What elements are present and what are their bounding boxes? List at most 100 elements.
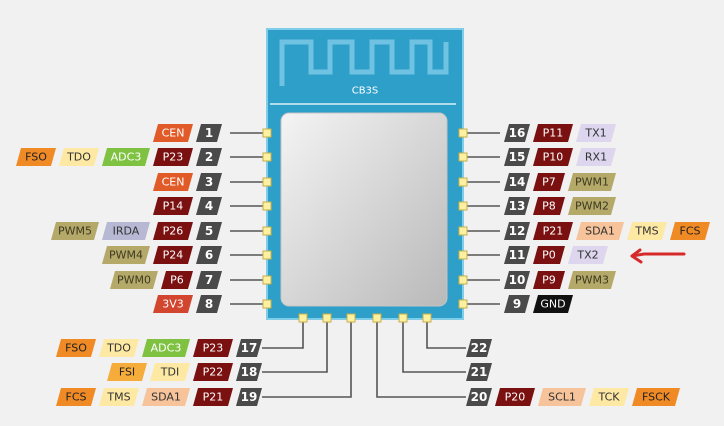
pin-6-label-pwm4-shape xyxy=(102,246,150,264)
pin-6-number-text: 6 xyxy=(205,248,213,262)
pin-4-number-text: 4 xyxy=(205,199,213,213)
pin-1-number-text: 1 xyxy=(205,126,213,140)
pin-6-label-p24: P24 xyxy=(153,246,193,264)
pin-2-label-adc3-text: ADC3 xyxy=(111,151,142,164)
pin-17-label-adc3-text: ADC3 xyxy=(151,342,182,355)
pin-6-label-pwm4-text: PWM4 xyxy=(109,249,143,262)
pin-5-label-p26-shape xyxy=(153,222,193,240)
pin-17-label-p23-shape xyxy=(193,339,233,357)
pin-19-label-p21-text: P21 xyxy=(203,391,224,404)
pin-5-label-p26: P26 xyxy=(153,222,193,240)
pin-14-number-shape xyxy=(504,173,530,191)
pin-20-number-text: 20 xyxy=(471,390,488,404)
pin-12-label-fcs-text: FCS xyxy=(680,225,701,238)
pin-14-pad xyxy=(458,177,468,187)
pin-12-label-sda1: SDA1 xyxy=(576,222,624,240)
pin-16-number-shape xyxy=(504,124,530,142)
pin-4-number: 4 xyxy=(196,197,222,215)
pin-9-label-gnd-text: GND xyxy=(540,298,565,311)
pin-9-number-text: 9 xyxy=(513,297,521,311)
pin-19-number: 19 xyxy=(236,388,262,406)
cb3s-module: CB3S xyxy=(266,28,464,320)
pin-11-label-tx2: TX2 xyxy=(568,246,608,264)
pin-2-number: 2 xyxy=(196,148,222,166)
pin-17-label-fso-shape xyxy=(56,339,96,357)
pin-7-label-p6-shape xyxy=(161,271,193,289)
pin-10-label-p9-text: P9 xyxy=(542,274,556,287)
pin-12-number-shape xyxy=(504,222,530,240)
pin-19-label-p21-shape xyxy=(193,388,233,406)
pin-5-number-text: 5 xyxy=(205,224,213,238)
pin-19-pad xyxy=(346,313,356,323)
pin-16-number: 16 xyxy=(504,124,530,142)
pin-3-number-text: 3 xyxy=(205,175,213,189)
pin-8-number-text: 8 xyxy=(205,297,213,311)
pin-15-label-rx1: RX1 xyxy=(576,148,616,166)
pin-13-label-p8-shape xyxy=(533,197,565,215)
pin-5-label-irda: IRDA xyxy=(102,222,150,240)
pin-7-label-pwm0-text: PWM0 xyxy=(117,274,151,287)
pin-11-number: 11 xyxy=(504,246,530,264)
pin-18-label-tdi-text: TDI xyxy=(160,366,179,379)
pin-18-label-p22-shape xyxy=(193,363,233,381)
pin-20-label-scl1: SCL1 xyxy=(538,388,586,406)
pin-5-number-shape xyxy=(196,222,222,240)
pin-6-number: 6 xyxy=(196,246,222,264)
pin-2-label-fso-shape xyxy=(16,148,56,166)
pin-18-label-tdi: TDI xyxy=(150,363,190,381)
pin-22-lead xyxy=(426,318,466,349)
pin-11-label-tx2-shape xyxy=(568,246,608,264)
pin-5-label-irda-text: IRDA xyxy=(113,225,140,238)
pin-pads xyxy=(262,128,468,323)
pin-20-label-p20-text: P20 xyxy=(505,391,526,404)
pin-12-label-fcs: FCS xyxy=(670,222,710,240)
pin-20-label-fsck-shape xyxy=(632,388,680,406)
pin-10-pad xyxy=(458,275,468,285)
pin-1-number-shape xyxy=(196,124,222,142)
pin-12-number: 12 xyxy=(504,222,530,240)
pin-12-label-sda1-shape xyxy=(576,222,624,240)
pin-2-label-p23-text: P23 xyxy=(163,151,184,164)
pin-15-pad xyxy=(458,152,468,162)
pin-19-number-shape xyxy=(236,388,262,406)
module-name: CB3S xyxy=(352,86,379,97)
pin-21-number: 21 xyxy=(466,363,492,381)
pin-18-label-fsi-text: FSI xyxy=(119,366,135,379)
pin-12-number-text: 12 xyxy=(509,224,526,238)
pin-10-number: 10 xyxy=(504,271,530,289)
pin-17-label-tdo-shape xyxy=(99,339,139,357)
antenna-trace xyxy=(279,39,449,86)
pin-16-label-p11-text: P11 xyxy=(543,127,564,140)
pin-15-label-rx1-text: RX1 xyxy=(585,151,607,164)
pin-15-number-shape xyxy=(504,148,530,166)
pin-2-label-fso: FSO xyxy=(16,148,56,166)
pin-17-label-p23-text: P23 xyxy=(203,342,224,355)
pin-3-label-cen-shape xyxy=(153,173,193,191)
pin-18-label-p22: P22 xyxy=(193,363,233,381)
pin-19-label-fcs-text: FCS xyxy=(66,391,87,404)
pin-15-number: 15 xyxy=(504,148,530,166)
pin-20-label-p20-shape xyxy=(495,388,535,406)
pin-17-label-tdo-text: TDO xyxy=(106,342,131,355)
pin-18-number-text: 18 xyxy=(241,365,258,379)
pin-22-number-shape xyxy=(466,339,492,357)
pin-2-number-shape xyxy=(196,148,222,166)
pin-21-number-shape xyxy=(466,363,492,381)
pin-14-number: 14 xyxy=(504,173,530,191)
pin-6-label-p24-text: P24 xyxy=(163,249,184,262)
pin-19-label-fcs-shape xyxy=(56,388,96,406)
pin-18-number: 18 xyxy=(236,363,262,381)
pin-11-label-p0-shape xyxy=(533,246,565,264)
pin-5-pad xyxy=(262,226,272,236)
pin-3-label-cen: CEN xyxy=(153,173,193,191)
pin-17-pad xyxy=(298,313,308,323)
pin-4-label-p14-text: P14 xyxy=(163,200,184,213)
pin-20-label-scl1-text: SCL1 xyxy=(548,391,576,404)
pin-20-pad xyxy=(372,313,382,323)
pin-16-label-p11: P11 xyxy=(533,124,573,142)
pin-20-number-shape xyxy=(466,388,492,406)
pin-1-label-cen-shape xyxy=(153,124,193,142)
pin-13-label-pwm2-shape xyxy=(568,197,616,215)
pin-19-label-tms: TMS xyxy=(99,388,139,406)
